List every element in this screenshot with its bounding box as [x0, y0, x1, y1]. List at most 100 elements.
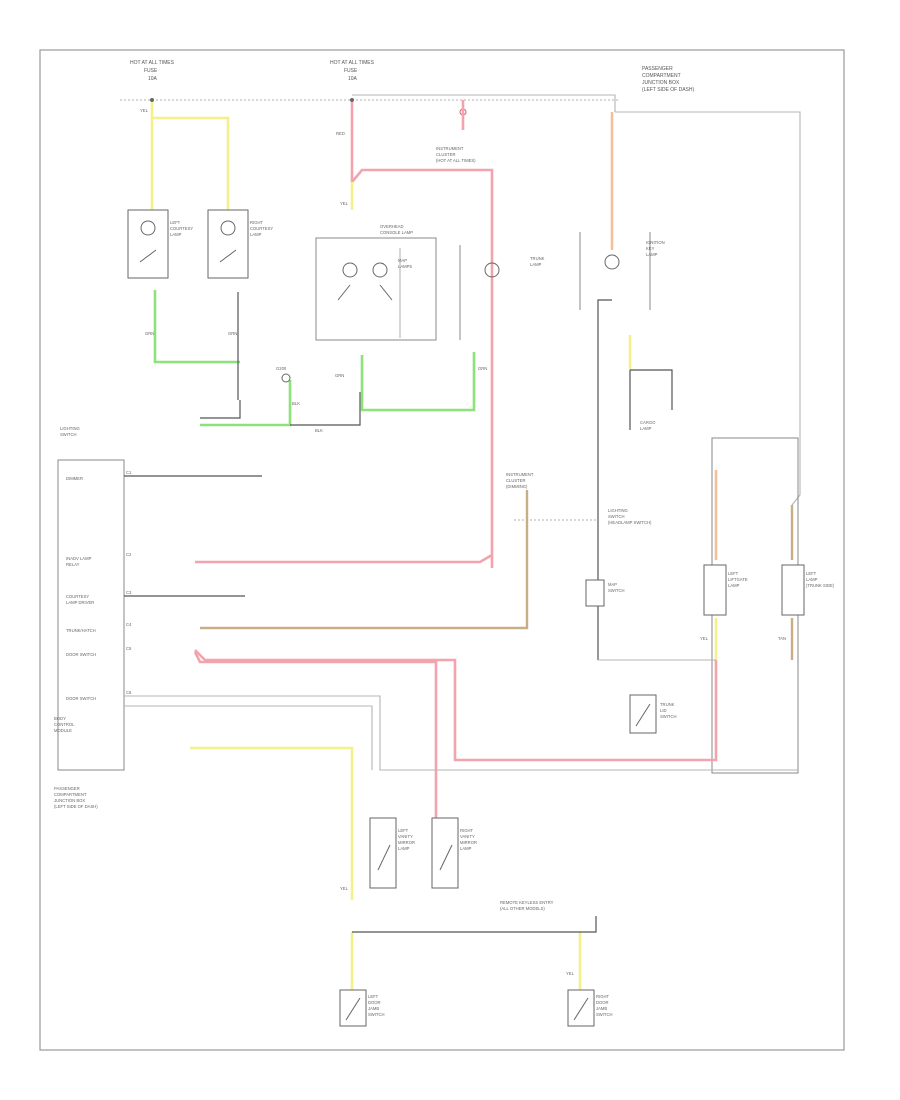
wire-red-inadv [195, 553, 493, 564]
remote-keyless-label: REMOTE KEYLESS ENTRY (ALL OTHER MODELS) [500, 900, 554, 911]
left-rear-label: LEFT LAMP (TRUNK SIDE) [806, 571, 835, 588]
left-door-jamb-switch [339, 989, 367, 1027]
svg-text:(LEFT SIDE OF DASH): (LEFT SIDE OF DASH) [642, 87, 694, 93]
svg-text:LEFT: LEFT [398, 828, 409, 833]
svg-text:JAMB: JAMB [368, 1006, 379, 1011]
svg-text:YEL: YEL [140, 108, 149, 113]
svg-text:YEL: YEL [700, 636, 709, 641]
svg-text:(HOT AT ALL TIMES): (HOT AT ALL TIMES) [436, 158, 476, 163]
wire-ignition-ground [629, 369, 673, 430]
right-door-jamb-label: RIGHT DOOR JAMB SWITCH [596, 994, 613, 1017]
svg-text:YEL: YEL [566, 971, 575, 976]
svg-text:SWITCH: SWITCH [608, 588, 625, 593]
svg-text:CONSOLE LAMP: CONSOLE LAMP [380, 230, 413, 235]
svg-text:COMPARTMENT: COMPARTMENT [54, 792, 87, 797]
svg-text:COURTESY: COURTESY [66, 594, 89, 599]
right-courtesy-bulb-icon [220, 220, 236, 236]
bcm-pin-inadv: INADV LAMP RELAY C2 [66, 552, 132, 567]
svg-text:VANITY: VANITY [398, 834, 413, 839]
svg-text:TRUNK: TRUNK [530, 256, 545, 261]
wire-red-door-right [194, 649, 718, 762]
lighting-switch-top-label: LIGHTING SWITCH [60, 426, 80, 437]
junction-box-label: PASSENGER COMPARTMENT JUNCTION BOX (LEFT… [642, 66, 694, 93]
svg-text:JUNCTION BOX: JUNCTION BOX [54, 798, 85, 803]
ground-point-icon [281, 373, 291, 383]
overhead-console-box [315, 237, 437, 341]
bcm-pin-door2: DOOR SWITCH C6 [66, 690, 132, 701]
left-liftgate-label: LEFT LIFTGATE LAMP [728, 571, 748, 588]
svg-text:C5: C5 [126, 646, 132, 651]
svg-text:C3: C3 [126, 590, 132, 595]
svg-text:MAP: MAP [608, 582, 617, 587]
svg-text:LAMP: LAMP [806, 577, 818, 582]
svg-text:LAMP: LAMP [398, 846, 410, 851]
svg-text:COMPARTMENT: COMPARTMENT [642, 73, 681, 79]
left-door-jamb-label: LEFT DOOR JAMB SWITCH [368, 994, 385, 1017]
svg-text:RIGHT: RIGHT [460, 828, 473, 833]
trunk-switch-label: TRUNK LID SWITCH [660, 702, 677, 719]
svg-text:C1: C1 [126, 470, 132, 475]
wire-yellow-bottom [190, 746, 354, 900]
svg-text:C4: C4 [126, 622, 132, 627]
overhead-console-label: OVERHEAD CONSOLE LAMP [380, 224, 413, 235]
svg-text:LAMP: LAMP [728, 583, 740, 588]
wire-red-to-right [351, 168, 494, 568]
fuse-left: HOT AT ALL TIMES FUSE 10A [130, 60, 175, 102]
left-courtesy-lamp [127, 209, 169, 279]
svg-text:TRUNK: TRUNK [660, 702, 675, 707]
right-liftgate-lamp [781, 564, 805, 616]
svg-text:LAMP: LAMP [460, 846, 472, 851]
svg-text:LAMP: LAMP [640, 426, 652, 431]
svg-text:DIMMER: DIMMER [66, 476, 83, 481]
svg-text:GRN: GRN [478, 366, 487, 371]
svg-text:G200: G200 [276, 366, 287, 371]
svg-text:INSTRUMENT: INSTRUMENT [436, 146, 464, 151]
svg-text:FUSE: FUSE [344, 68, 358, 74]
svg-text:VANITY: VANITY [460, 834, 475, 839]
svg-text:BODY: BODY [54, 716, 66, 721]
wire-to-bcm-top [290, 392, 361, 426]
svg-text:LEFT: LEFT [806, 571, 817, 576]
svg-text:SWITCH: SWITCH [60, 432, 77, 437]
lighting-switch-label: LIGHTING SWITCH (HEADLAMP SWITCH) [608, 508, 652, 525]
svg-text:LAMP DRIVER: LAMP DRIVER [66, 600, 94, 605]
svg-text:TAN: TAN [778, 636, 786, 641]
wire-bus-bottom [352, 916, 597, 933]
wire-green-console [360, 352, 476, 412]
map-switch [585, 579, 605, 607]
svg-text:DOOR SWITCH: DOOR SWITCH [66, 696, 96, 701]
svg-text:10A: 10A [148, 76, 158, 82]
svg-text:(LEFT SIDE OF DASH): (LEFT SIDE OF DASH) [54, 804, 98, 809]
wire-red-door-left [193, 651, 438, 840]
svg-text:GRN: GRN [228, 331, 237, 336]
svg-text:DOOR: DOOR [368, 1000, 381, 1005]
svg-text:SWITCH: SWITCH [596, 1012, 613, 1017]
svg-text:HOT AT ALL TIMES: HOT AT ALL TIMES [130, 60, 175, 66]
svg-text:SWITCH: SWITCH [660, 714, 677, 719]
pass-comp-label: PASSENGER COMPARTMENT JUNCTION BOX (LEFT… [54, 786, 98, 809]
svg-text:REMOTE KEYLESS ENTRY: REMOTE KEYLESS ENTRY [500, 900, 554, 905]
instrument-cluster-label: INSTRUMENT CLUSTER (HOT AT ALL TIMES) [436, 146, 476, 163]
wire-yellow-left-feed [150, 102, 230, 210]
svg-text:RIGHT: RIGHT [596, 994, 609, 999]
svg-text:MODULE: MODULE [54, 728, 72, 733]
svg-text:LIGHTING: LIGHTING [60, 426, 80, 431]
right-courtesy-label: RIGHT COURTESY LAMP [250, 220, 273, 237]
svg-text:LAMP: LAMP [250, 232, 262, 237]
svg-text:PASSENGER: PASSENGER [54, 786, 80, 791]
svg-text:(ALL OTHER MODELS): (ALL OTHER MODELS) [500, 906, 545, 911]
ignition-lamp-label: IGNITION KEY LAMP [646, 240, 665, 257]
svg-text:GRN: GRN [335, 373, 344, 378]
svg-text:LIFTGATE: LIFTGATE [728, 577, 748, 582]
svg-text:MIRROR: MIRROR [398, 840, 415, 845]
svg-text:CONTROL: CONTROL [54, 722, 75, 727]
bcm-label: BODY CONTROL MODULE [54, 716, 75, 733]
top-bus-right [352, 94, 616, 112]
left-vanity-lamp [369, 817, 397, 889]
svg-text:INADV LAMP: INADV LAMP [66, 556, 92, 561]
svg-text:CARGO: CARGO [640, 420, 656, 425]
left-courtesy-label: LEFT COURTESY LAMP [170, 220, 193, 237]
svg-text:RIGHT: RIGHT [250, 220, 263, 225]
right-courtesy-lamp [207, 209, 249, 279]
bcm-pin-courtesy: COURTESY LAMP DRIVER C3 [66, 590, 132, 605]
